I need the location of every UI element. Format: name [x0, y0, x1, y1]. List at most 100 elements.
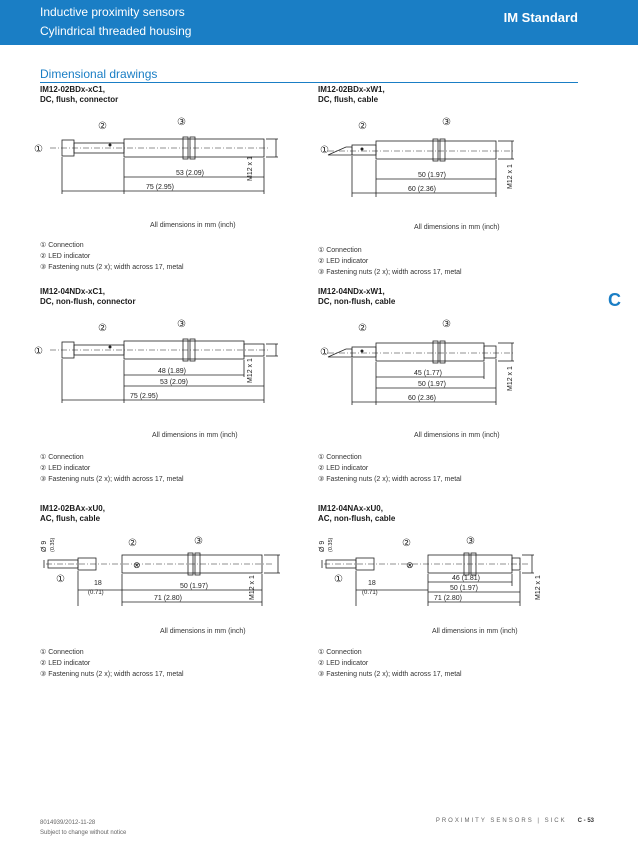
callout-1: ① — [56, 574, 65, 585]
chapter-tab: C — [608, 290, 621, 310]
dimension-note: All dimensions in mm (inch) — [432, 628, 518, 635]
callout-1: ① — [334, 574, 343, 585]
dim-length-1: 50 (1.97) — [418, 381, 446, 388]
model-name: IM12-04NDx-xC1, — [40, 287, 105, 296]
legend: ① Connection ② LED indicator ③ Fastening… — [318, 245, 462, 278]
footer-notice: Subject to change without notice — [40, 830, 127, 836]
thread-label: M12 x 1 — [507, 366, 514, 391]
dim-length-1: 53 (2.09) — [176, 170, 204, 177]
header-category: Inductive proximity sensors — [40, 5, 185, 19]
thread-label: M12 x 1 — [249, 575, 256, 600]
legend-nuts: ③ Fastening nuts (2 x); width across 17,… — [318, 476, 462, 483]
legend-connection: ① Connection — [318, 454, 362, 461]
dimension-drawing: ⊗ ② ③ ① Ø 9 (0.35) 18 (0.71) 50 (1.97) 7… — [41, 536, 280, 606]
thread-label: M12 x 1 — [507, 164, 514, 189]
led-marker — [108, 143, 112, 147]
callout-2: ② — [128, 538, 137, 549]
legend-led: ② LED indicator — [40, 660, 91, 667]
dim-cable-length: 18 — [368, 580, 376, 587]
callout-1: ① — [320, 347, 329, 358]
legend: ① Connection ② LED indicator ③ Fastening… — [318, 647, 462, 680]
led-marker: ⊗ — [406, 560, 414, 570]
model-name: IM12-04NDx-xW1, — [318, 287, 385, 296]
callout-1: ① — [34, 144, 43, 155]
legend: ① Connection ② LED indicator ③ Fastening… — [318, 452, 462, 485]
dimension-drawing: ② ③ ① 45 (1.77) 50 (1.97) 60 (2.36) M12 … — [320, 319, 514, 405]
footer-doc-info: 8014939/2012-11-28 Subject to change wit… — [40, 818, 126, 838]
diameter-inch: (0.35) — [328, 537, 334, 552]
dim-length-total: 71 (2.80) — [154, 595, 182, 602]
dim-length-total: 71 (2.80) — [434, 595, 462, 602]
callout-3: ③ — [442, 117, 451, 128]
dim-length-0: 48 (1.89) — [158, 368, 186, 375]
header-subcategory: Cylindrical threaded housing — [40, 24, 192, 38]
callout-3: ③ — [177, 117, 186, 128]
dim-length-0: 46 (1.81) — [452, 575, 480, 582]
legend-connection: ① Connection — [40, 242, 84, 249]
legend-connection: ① Connection — [40, 649, 84, 656]
legend-connection: ① Connection — [318, 649, 362, 656]
page-number: C - 53 — [577, 818, 594, 824]
callout-1: ① — [34, 346, 43, 357]
dim-length-total: 60 (2.36) — [408, 395, 436, 402]
legend-led: ② LED indicator — [40, 465, 91, 472]
legend: ① Connection ② LED indicator ③ Fastening… — [40, 452, 184, 485]
model-desc: DC, flush, connector — [40, 95, 119, 104]
footer-doc-number: 8014939/2012-11-28 — [40, 820, 96, 826]
legend-led: ② LED indicator — [318, 660, 369, 667]
led-marker — [360, 147, 364, 151]
dim-length-total: 60 (2.36) — [408, 186, 436, 193]
legend-nuts: ③ Fastening nuts (2 x); width across 17,… — [318, 269, 462, 276]
dimension-drawing: ② ③ ① 48 (1.89) 53 (2.09) 75 (2.95) M12 … — [34, 319, 278, 403]
legend-connection: ① Connection — [318, 247, 362, 254]
legend-connection: ① Connection — [40, 454, 84, 461]
legend-led: ② LED indicator — [318, 258, 369, 265]
callout-2: ② — [402, 538, 411, 549]
dimension-note: All dimensions in mm (inch) — [150, 222, 236, 229]
dim-length-0: 45 (1.77) — [414, 370, 442, 377]
callout-3: ③ — [194, 536, 203, 547]
dimension-note: All dimensions in mm (inch) — [160, 628, 246, 635]
model-desc: DC, non-flush, connector — [40, 297, 136, 306]
callout-3: ③ — [466, 536, 475, 547]
page-header: Inductive proximity sensors Cylindrical … — [0, 0, 638, 45]
section-title: Dimensional drawings — [40, 67, 578, 83]
legend: ① Connection ② LED indicator ③ Fastening… — [40, 240, 184, 273]
legend-nuts: ③ Fastening nuts (2 x); width across 17,… — [40, 264, 184, 271]
legend: ① Connection ② LED indicator ③ Fastening… — [40, 647, 184, 680]
legend-nuts: ③ Fastening nuts (2 x); width across 17,… — [40, 671, 184, 678]
diameter-label: Ø 9 — [41, 541, 48, 552]
legend-led: ② LED indicator — [318, 465, 369, 472]
dim-length-1: 50 (1.97) — [450, 585, 478, 592]
dimension-drawing: ② ③ ① 50 (1.97) 60 (2.36) M12 x 1 — [320, 117, 514, 197]
model-name: IM12-02BDx-xC1, — [40, 85, 105, 94]
dim-length-1: 50 (1.97) — [180, 583, 208, 590]
thread-label: M12 x 1 — [247, 358, 254, 383]
dimension-note: All dimensions in mm (inch) — [414, 224, 500, 231]
legend-nuts: ③ Fastening nuts (2 x); width across 17,… — [318, 671, 462, 678]
callout-2: ② — [358, 323, 367, 334]
dim-length-1: 50 (1.97) — [418, 172, 446, 179]
dim-cable-length-inch: (0.71) — [88, 590, 104, 596]
dimension-note: All dimensions in mm (inch) — [414, 432, 500, 439]
callout-2: ② — [358, 121, 367, 132]
legend-nuts: ③ Fastening nuts (2 x); width across 17,… — [40, 476, 184, 483]
dimension-drawing: ⊗ ② ③ ① Ø 9 (0.35) 18 (0.71) 46 (1.81) 5… — [319, 536, 542, 606]
callout-3: ③ — [442, 319, 451, 330]
legend-led: ② LED indicator — [40, 253, 91, 260]
thread-label: M12 x 1 — [247, 156, 254, 181]
footer-brand-page: PROXIMITY SENSORS | SICK C - 53 — [436, 818, 594, 824]
model-name: IM12-02BDx-xW1, — [318, 85, 385, 94]
model-name: IM12-04NAx-xU0, — [318, 504, 383, 513]
dimension-drawing: ② ③ ① 53 (2.09) 75 (2.95) M12 x 1 — [34, 117, 278, 194]
header-series: IM Standard — [503, 10, 578, 25]
dimension-note: All dimensions in mm (inch) — [152, 432, 238, 439]
led-marker — [108, 345, 112, 349]
model-desc: AC, non-flush, cable — [318, 514, 396, 523]
callout-2: ② — [98, 121, 107, 132]
footer-brand: PROXIMITY SENSORS | SICK — [435, 818, 567, 824]
callout-1: ① — [320, 145, 329, 156]
dim-length-total: 75 (2.95) — [146, 184, 174, 191]
thread-label: M12 x 1 — [535, 575, 542, 600]
dim-cable-length-inch: (0.71) — [362, 590, 378, 596]
